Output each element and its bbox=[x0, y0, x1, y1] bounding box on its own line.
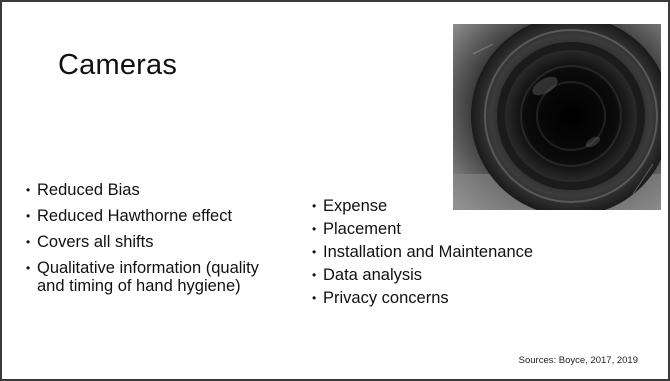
bullet-icon: • bbox=[312, 291, 317, 305]
list-item-text: Reduced Bias bbox=[37, 181, 140, 199]
bullet-icon: • bbox=[312, 268, 317, 282]
bullet-icon: • bbox=[26, 183, 31, 197]
disadvantages-list: • Expense • Placement • Installation and… bbox=[312, 197, 642, 312]
list-item: • Qualitative information (quality and t… bbox=[26, 259, 277, 295]
list-item: • Reduced Hawthorne effect bbox=[26, 207, 296, 225]
slide-title: Cameras bbox=[58, 49, 178, 81]
list-item: • Data analysis bbox=[312, 266, 642, 284]
list-item-text: Data analysis bbox=[323, 266, 423, 284]
list-item-text: Expense bbox=[323, 197, 388, 215]
list-item: • Installation and Maintenance bbox=[312, 243, 642, 261]
bullet-icon: • bbox=[312, 199, 317, 213]
list-item: • Privacy concerns bbox=[312, 289, 642, 307]
advantages-list: • Reduced Bias • Reduced Hawthorne effec… bbox=[26, 181, 296, 303]
bullet-icon: • bbox=[26, 261, 31, 275]
list-item-text: Qualitative information (quality and tim… bbox=[37, 259, 259, 295]
list-item-text: Placement bbox=[323, 220, 401, 238]
bullet-icon: • bbox=[312, 222, 317, 236]
list-item: • Reduced Bias bbox=[26, 181, 296, 199]
list-item-text: Privacy concerns bbox=[323, 289, 449, 307]
bullet-icon: • bbox=[26, 235, 31, 249]
list-item: • Expense bbox=[312, 197, 642, 215]
list-item-text: Reduced Hawthorne effect bbox=[37, 207, 233, 225]
camera-lens-image bbox=[453, 24, 661, 210]
bullet-icon: • bbox=[312, 245, 317, 259]
list-item: • Placement bbox=[312, 220, 642, 238]
list-item-text: Covers all shifts bbox=[37, 233, 154, 251]
list-item-text: Installation and Maintenance bbox=[323, 243, 534, 261]
bullet-icon: • bbox=[26, 209, 31, 223]
sources-citation: Sources: Boyce, 2017, 2019 bbox=[518, 355, 638, 366]
list-item: • Covers all shifts bbox=[26, 233, 296, 251]
